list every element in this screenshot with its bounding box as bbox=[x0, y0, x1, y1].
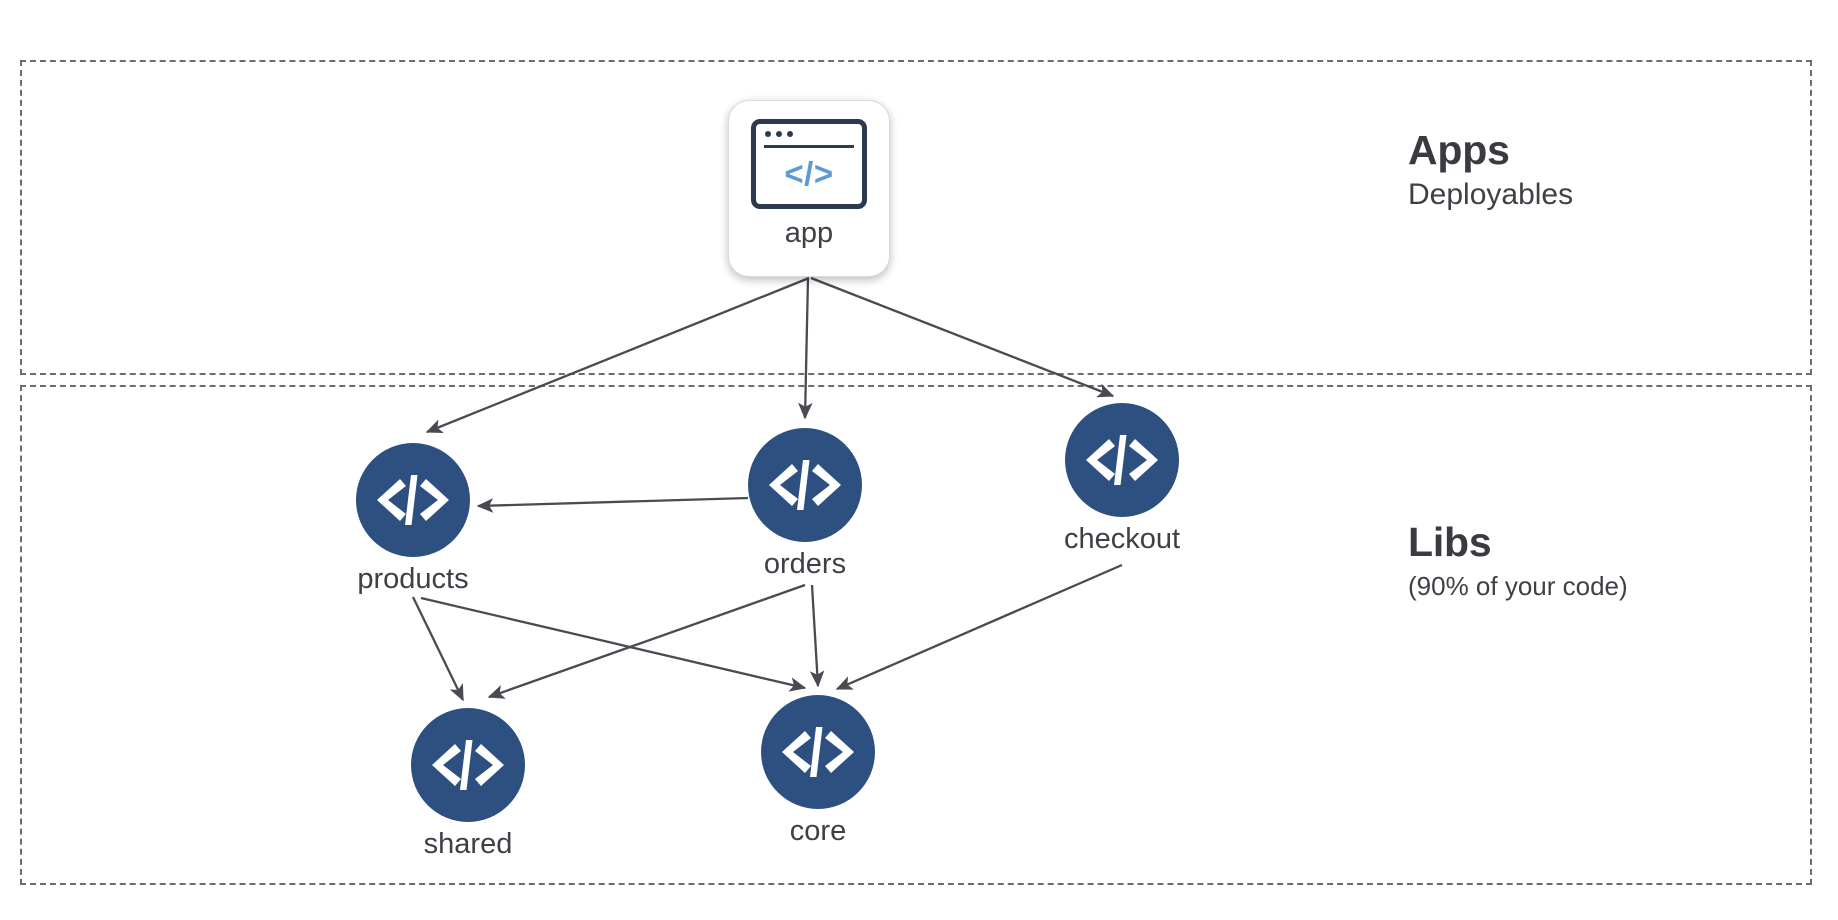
code-brackets-icon bbox=[748, 428, 862, 542]
zone-libs-label: Libs (90% of your code) bbox=[1408, 520, 1628, 603]
node-checkout-label: checkout bbox=[1063, 523, 1181, 555]
node-products[interactable]: products bbox=[356, 443, 470, 594]
node-core-label: core bbox=[789, 815, 847, 847]
zone-apps bbox=[20, 60, 1812, 375]
code-brackets-icon bbox=[1065, 403, 1179, 517]
node-orders[interactable]: orders bbox=[748, 428, 862, 579]
node-core[interactable]: core bbox=[761, 695, 875, 846]
node-products-label: products bbox=[357, 563, 469, 595]
node-app-label: app bbox=[784, 217, 834, 249]
code-brackets-glyph: </> bbox=[784, 154, 834, 192]
node-checkout[interactable]: checkout bbox=[1063, 403, 1181, 555]
zone-libs-title: Libs bbox=[1408, 519, 1492, 565]
zone-apps-title: Apps bbox=[1408, 127, 1510, 173]
browser-window-code-icon: </> bbox=[751, 119, 867, 209]
code-brackets-icon bbox=[761, 695, 875, 809]
zone-apps-label: Apps Deployables bbox=[1408, 128, 1573, 214]
code-brackets-icon bbox=[356, 443, 470, 557]
zone-libs bbox=[20, 385, 1812, 885]
window-dots-icon bbox=[765, 131, 793, 137]
node-orders-label: orders bbox=[763, 548, 847, 580]
zone-libs-subtitle: (90% of your code) bbox=[1408, 571, 1628, 602]
code-brackets-icon bbox=[411, 708, 525, 822]
zone-apps-subtitle: Deployables bbox=[1408, 178, 1574, 212]
node-app[interactable]: </> app bbox=[728, 100, 890, 277]
node-shared-label: shared bbox=[423, 828, 513, 860]
window-divider bbox=[764, 145, 854, 148]
node-shared[interactable]: shared bbox=[411, 708, 525, 859]
